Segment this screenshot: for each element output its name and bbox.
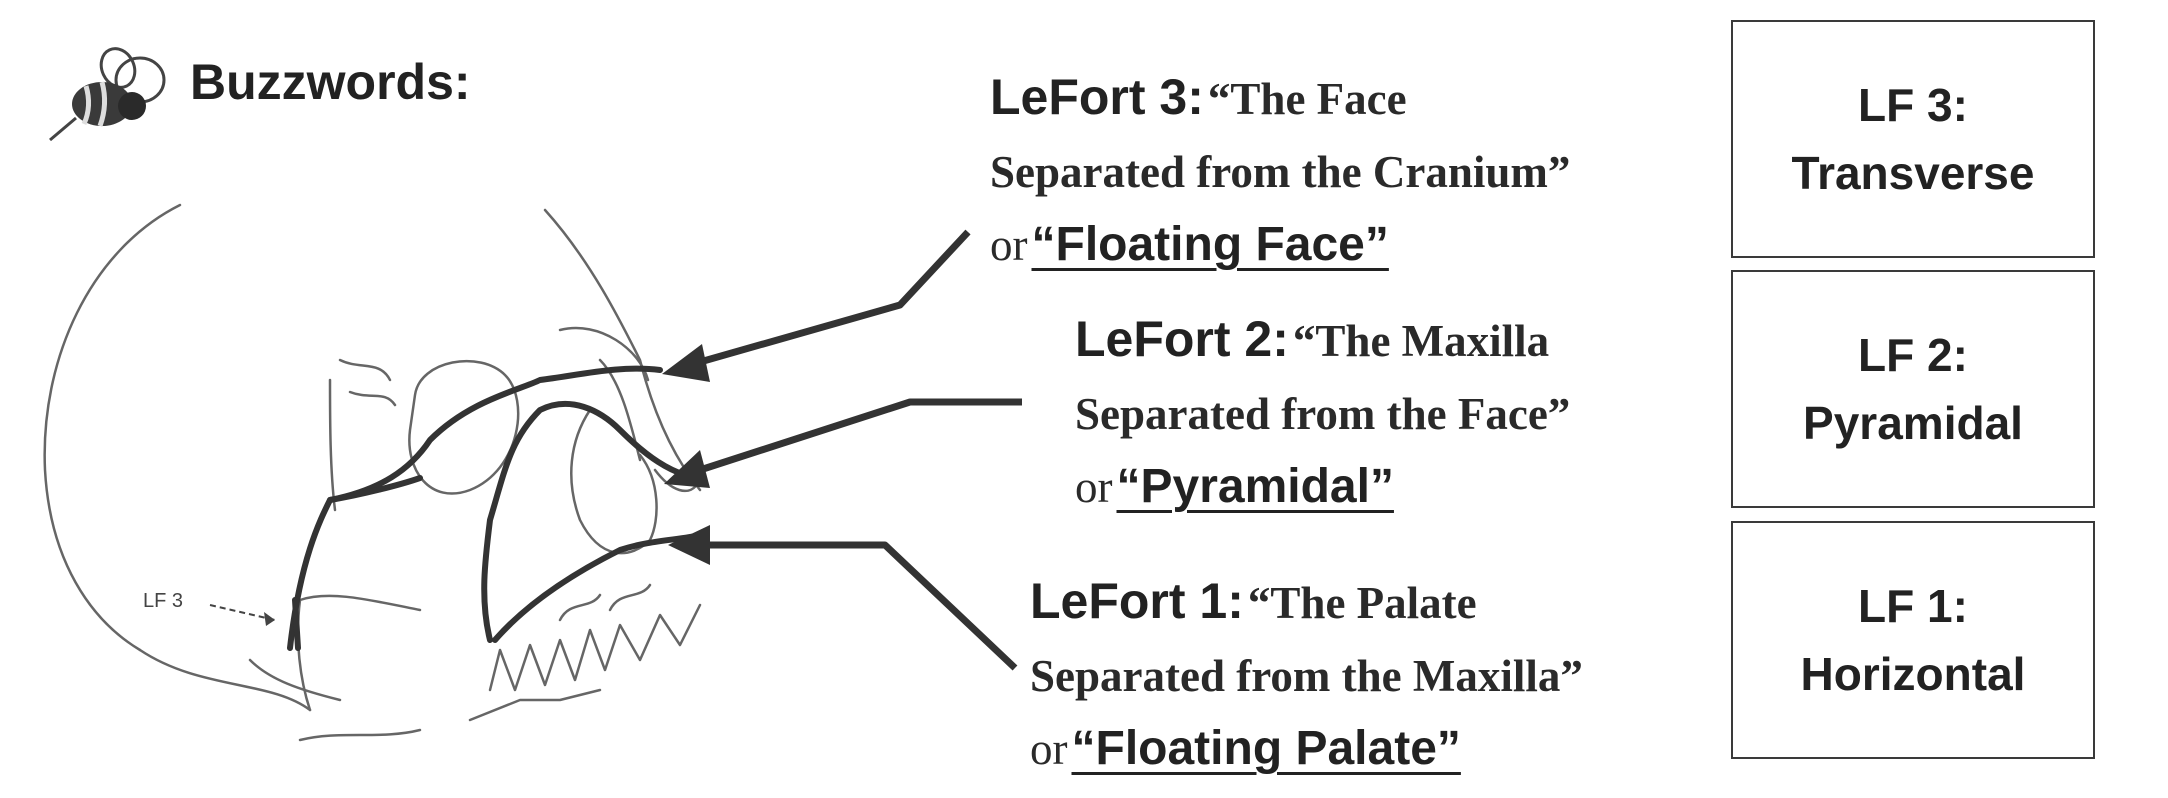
bee-icon — [49, 47, 166, 142]
lefort1-lead-text: “The Palate — [1247, 578, 1477, 628]
mandible-outline — [138, 648, 312, 712]
lf3-marker-label: LF 3 — [143, 590, 184, 612]
lefort1-alias: “Floating Palate” — [1071, 722, 1461, 775]
teeth — [488, 603, 702, 692]
lefort3-lead-text: “The Face — [1207, 74, 1407, 124]
lefort1-name: LeFort 1: — [1030, 573, 1244, 629]
lefort2-description: LeFort 2: “The Maxilla Separated from th… — [1075, 308, 1570, 529]
lf3-summary-box: LF 3: Transverse — [1731, 20, 2095, 258]
lefort2-alias: “Pyramidal” — [1116, 460, 1394, 513]
lefort3-name: LeFort 3: — [990, 69, 1204, 125]
lefort3-alias: “Floating Face” — [1031, 218, 1389, 271]
lf1-box-type: Horizontal — [1800, 648, 2026, 700]
lf1-pointer-arrow — [705, 541, 1018, 671]
lefort3-or: or — [990, 220, 1028, 270]
forehead-outline — [543, 208, 702, 492]
page-title: Buzzwords: — [190, 54, 471, 110]
lf3-fracture-line — [287, 365, 663, 651]
lefort2-name: LeFort 2: — [1075, 311, 1289, 367]
lf2-fracture-line — [481, 400, 688, 643]
lf3-box-title: LF 3: — [1858, 79, 1968, 131]
lf1-fracture-line — [492, 532, 703, 643]
lf2-pointer-arrow — [698, 398, 1022, 474]
lefort3-description: LeFort 3: “The Face Separated from the C… — [990, 66, 1570, 287]
skull-illustration — [43, 203, 703, 742]
lf1-summary-box: LF 1: Horizontal — [1731, 521, 2095, 759]
lefort2-lead-text: “The Maxilla — [1292, 316, 1550, 366]
lefort1-or: or — [1030, 724, 1068, 774]
lefort3-phrase: Separated from the Cranium” — [990, 147, 1571, 197]
lefort2-or: or — [1075, 462, 1113, 512]
lefort1-description: LeFort 1: “The Palate Separated from the… — [1030, 570, 1583, 791]
lf3-pointer-arrow — [699, 229, 971, 366]
lf1-arrowhead — [668, 525, 710, 565]
pointer-arrows — [662, 229, 1022, 671]
lf1-box-title: LF 1: — [1858, 580, 1968, 632]
lf2-summary-box: LF 2: Pyramidal — [1731, 270, 2095, 508]
lf2-box-title: LF 2: — [1858, 329, 1968, 381]
lefort1-phrase: Separated from the Maxilla” — [1030, 651, 1583, 701]
lf2-box-type: Pyramidal — [1803, 397, 2023, 449]
lf2-arrowhead — [664, 450, 710, 488]
lf3-box-type: Transverse — [1791, 147, 2035, 199]
lefort2-phrase: Separated from the Face” — [1075, 389, 1571, 439]
cranium-outline — [43, 203, 182, 652]
lf3-arrowhead — [662, 344, 710, 382]
